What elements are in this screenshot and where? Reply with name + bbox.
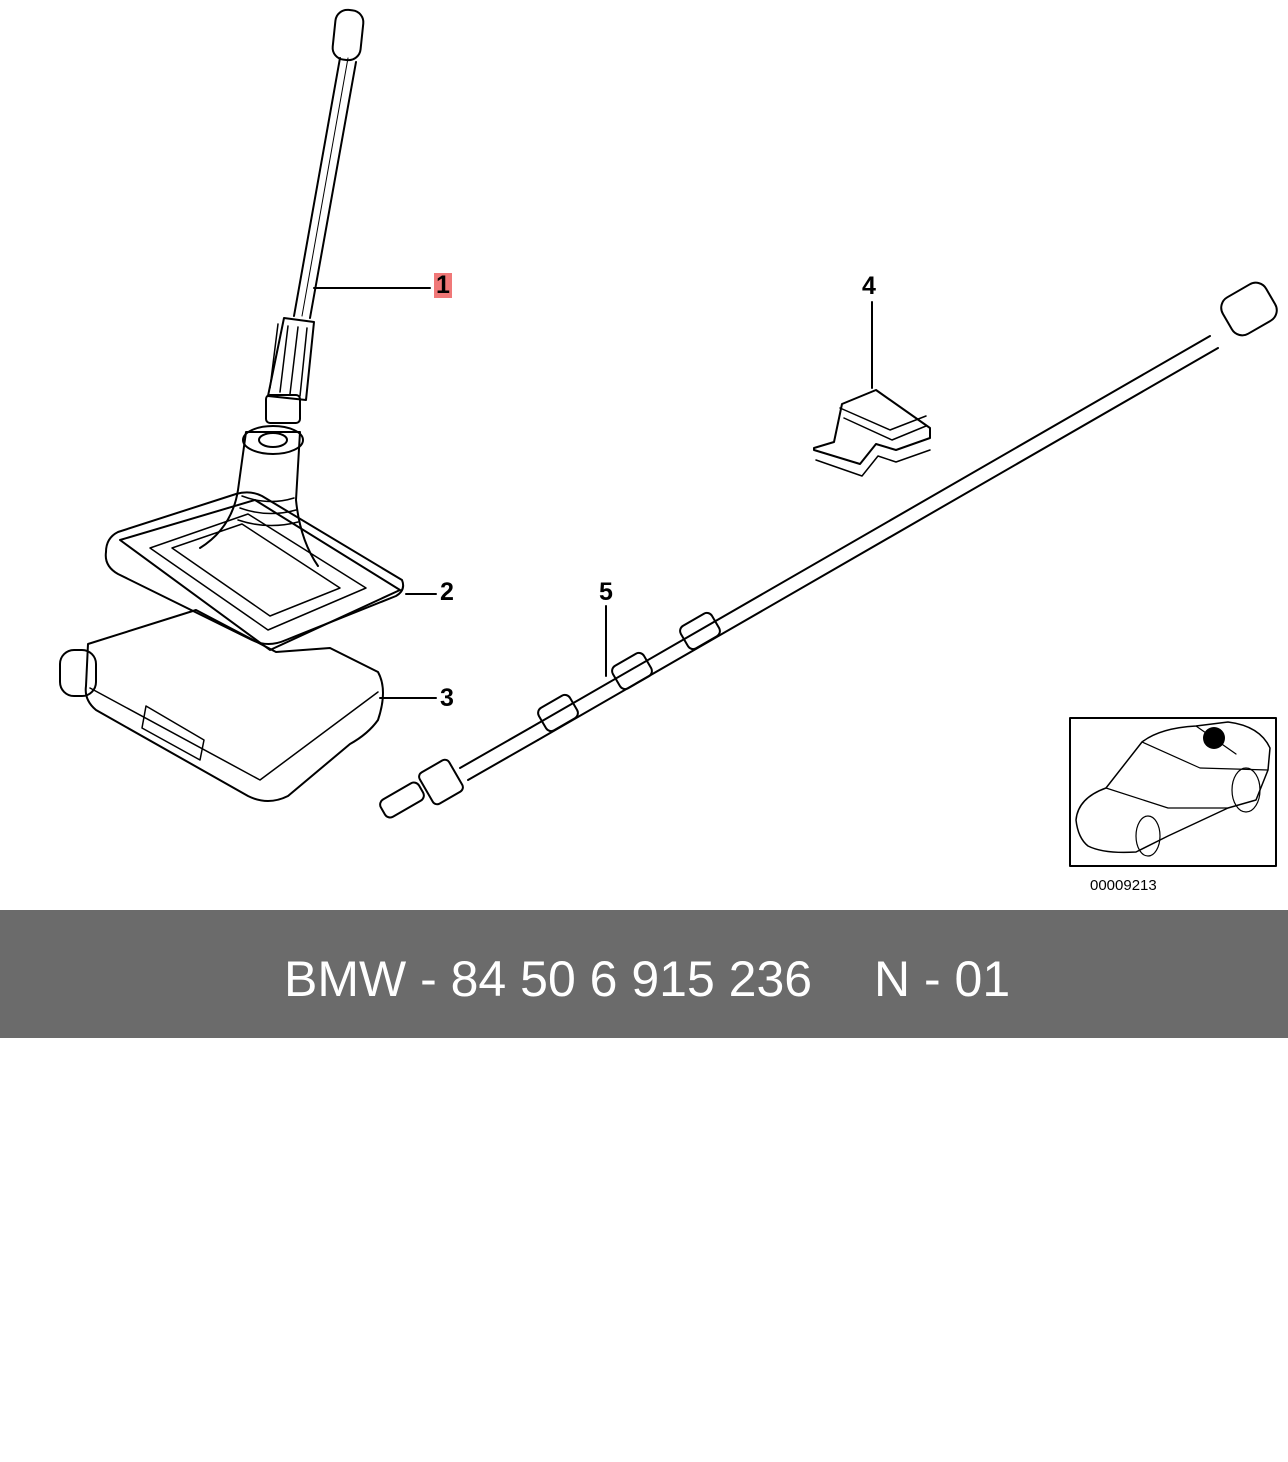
parts-diagram [59,8,1278,867]
footer-part-number: BMW - 84 50 6 915 236 [284,951,813,1007]
antenna-rod-icon [265,8,365,424]
amplifier-box-icon [59,609,384,802]
antenna-cable-icon [379,281,1278,819]
cable-clip-icon [813,389,931,477]
callout-2: 2 [440,578,454,606]
car-location-icon [1069,717,1277,867]
callout-3: 3 [440,684,454,712]
callout-1: 1 [434,271,452,299]
footer-text: BMW - 84 50 6 915 236 N - 01 [0,910,1288,1038]
callout-4: 4 [862,272,876,300]
diagram-reference-code: 00009213 [1090,877,1157,894]
footer-variant: N - 01 [874,951,1011,1007]
part-number-footer: BMW - 84 50 6 915 236 N - 01 [0,910,1288,1038]
callout-5: 5 [599,578,613,606]
leader-lines [313,287,873,699]
antenna-base-icon [104,425,405,651]
